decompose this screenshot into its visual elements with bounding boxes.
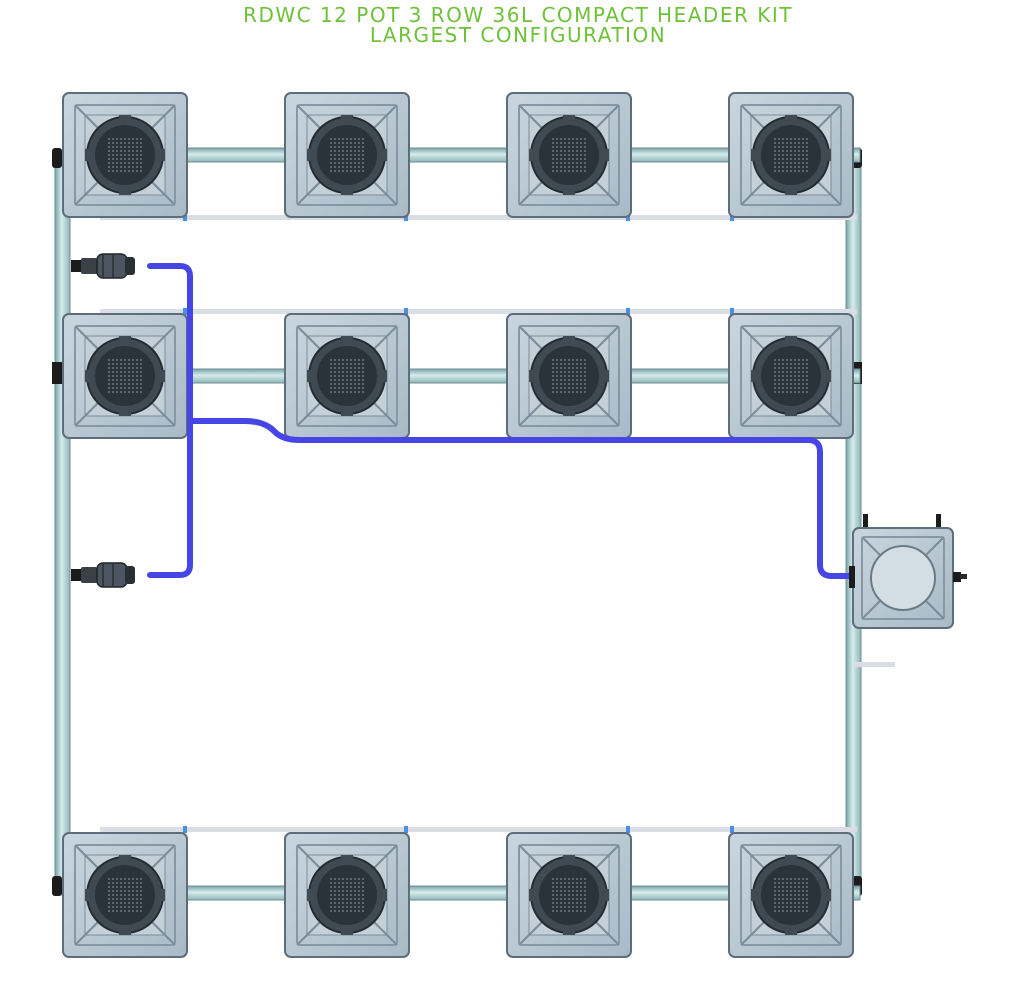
control-reservoir	[849, 514, 967, 629]
row-connecting-pipes	[179, 147, 861, 901]
diagram-title-line1: RDWC 12 POT 3 ROW 36L COMPACT HEADER KIT	[243, 3, 793, 27]
pot-icon	[728, 313, 854, 439]
pot-icon	[284, 313, 410, 439]
feed-hose	[147, 263, 855, 579]
return-manifold-pipes	[52, 148, 862, 896]
pot-icon	[506, 313, 632, 439]
pot-icon	[728, 832, 854, 958]
pot-icon	[728, 92, 854, 218]
pump-icon	[70, 562, 136, 588]
pot-icon	[506, 92, 632, 218]
pot-icon	[62, 313, 188, 439]
diagram-title-line2: LARGEST CONFIGURATION	[369, 23, 667, 47]
pot-icon	[62, 92, 188, 218]
pot-icon	[62, 832, 188, 958]
pot-icon	[284, 832, 410, 958]
pot-icon	[506, 832, 632, 958]
support-bars	[100, 214, 895, 833]
pump-icon	[70, 253, 136, 279]
pot-icon	[284, 92, 410, 218]
